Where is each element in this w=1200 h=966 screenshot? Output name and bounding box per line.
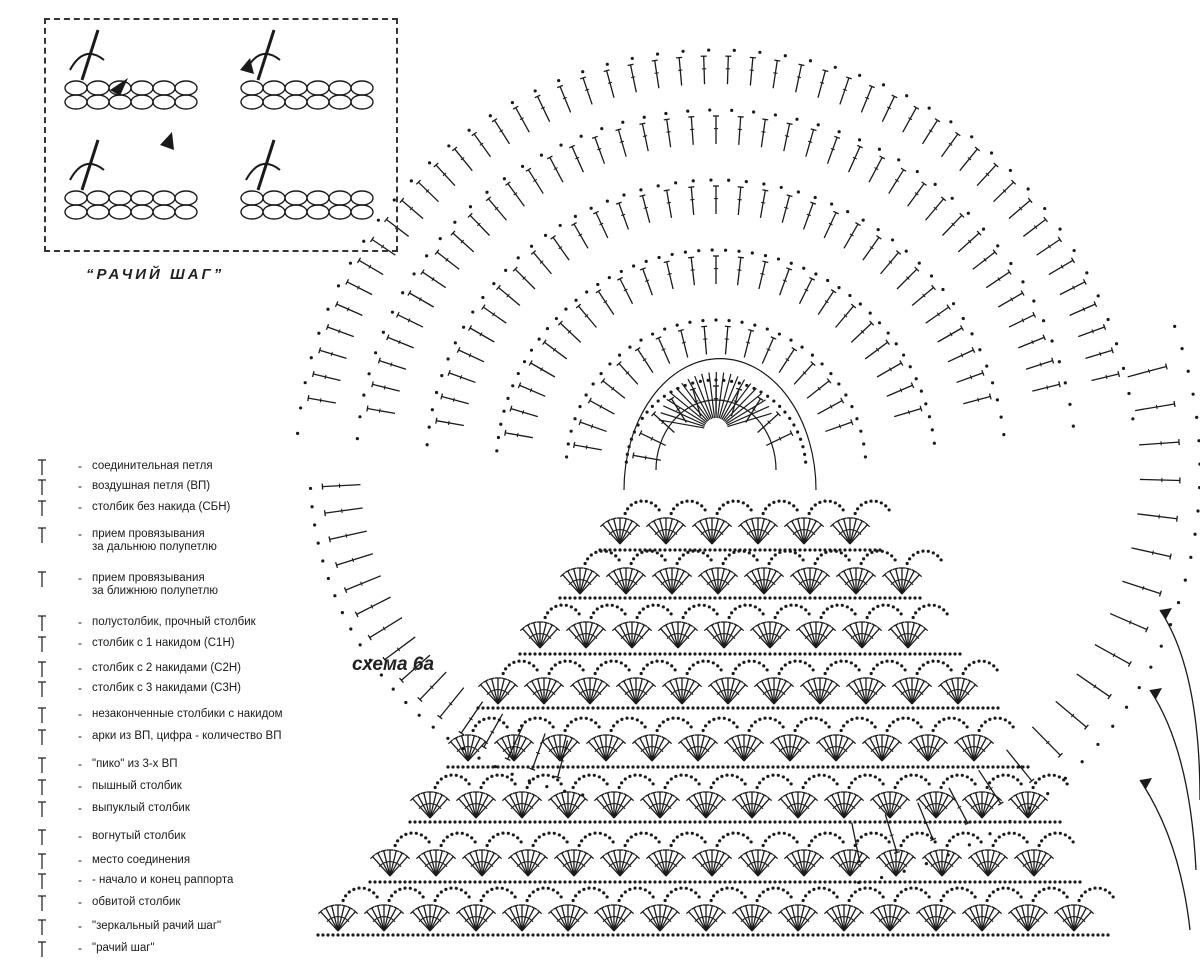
- legend-row: -выпуклый столбик: [6, 801, 306, 819]
- legend-text: столбик с 2 накидами (С2Н): [92, 662, 241, 675]
- legend-text: пышный столбик: [92, 780, 182, 793]
- double-crochet-icon: [8, 634, 80, 656]
- legend-dash: -: [78, 779, 82, 793]
- legend-row: -пышный столбик: [6, 779, 306, 797]
- legend-text: обвитой столбик: [92, 896, 180, 909]
- legend-text: полустолбик, прочный столбик: [92, 616, 256, 629]
- back-post-icon: [8, 827, 80, 849]
- crab-triangle-icon: [8, 939, 80, 961]
- legend-text: выпуклый столбик: [92, 802, 190, 815]
- legend-text: вогнутый столбик: [92, 830, 186, 843]
- legend-dash: -: [78, 615, 82, 629]
- legend-row: -воздушная петля (ВП): [6, 479, 306, 497]
- legend-dash: -: [78, 801, 82, 815]
- legend-dash: -: [78, 895, 82, 909]
- legend-row: -столбик с 2 накидами (С2Н): [6, 661, 306, 679]
- legend-dash: -: [78, 571, 82, 585]
- legend-text-line2: за дальнюю полупетлю: [92, 541, 217, 553]
- mirror-crab-triangle-icon: [8, 917, 80, 939]
- legend-dash: -: [78, 459, 82, 473]
- slip-stitch-arc-icon: [8, 457, 80, 479]
- legend-dash: -: [78, 919, 82, 933]
- legend-row: -"рачий шаг": [6, 941, 306, 959]
- legend-row: -вогнутый столбик: [6, 829, 306, 847]
- legend-dash: -: [78, 661, 82, 675]
- legend-dash: -: [78, 479, 82, 493]
- legend-dash: -: [78, 873, 82, 887]
- legend-text: столбик без накида (СБН): [92, 501, 230, 514]
- legend-row: -- начало и конец раппорта: [6, 873, 306, 891]
- legend-dash: -: [78, 941, 82, 955]
- crab-stitch-inset: [44, 18, 398, 252]
- legend-row: -незаконченные столбики с накидом: [6, 707, 306, 725]
- legend-dash: -: [78, 707, 82, 721]
- legend-text: арки из ВП, цифра - количество ВП: [92, 730, 282, 743]
- legend-text: место соединения: [92, 854, 190, 867]
- legend-text: столбик с 1 накидом (С1Н): [92, 637, 235, 650]
- chain-arch-icon: [8, 727, 80, 749]
- picot-icon: [8, 755, 80, 777]
- legend-text: незаконченные столбики с накидом: [92, 708, 283, 721]
- legend-row: -соединительная петля: [6, 459, 306, 477]
- plus-cross-icon: [8, 498, 80, 520]
- legend-row: -место соединения: [6, 853, 306, 871]
- inset-caption: “РАЧИЙ ШАГ”: [86, 266, 224, 283]
- legend-text: - начало и конец раппорта: [92, 874, 233, 887]
- legend-row: -столбик без накида (СБН): [6, 500, 306, 518]
- legend-dash: -: [78, 500, 82, 514]
- legend-row: -обвитой столбик: [6, 895, 306, 913]
- front-loop-marks-icon: [8, 569, 80, 591]
- legend-dash: -: [78, 636, 82, 650]
- star-marks-icon: [8, 871, 80, 893]
- legend-text: столбик с 3 накидами (С3Н): [92, 682, 241, 695]
- double-treble-icon: [8, 679, 80, 701]
- legend-dash: -: [78, 757, 82, 771]
- circle-motif: [296, 48, 1200, 884]
- join-point-icon: [8, 851, 80, 873]
- scheme-label: схема 6а: [352, 654, 434, 676]
- half-double-t-icon: [8, 613, 80, 635]
- legend-text: соединительная петля: [92, 460, 213, 473]
- legend-dash: -: [78, 853, 82, 867]
- legend-text: воздушная петля (ВП): [92, 480, 210, 493]
- puff-stitch-icon: [8, 777, 80, 799]
- legend-text: "пико" из 3-х ВП: [92, 758, 178, 771]
- legend-row: -полустолбик, прочный столбик: [6, 615, 306, 633]
- legend-text: "зеркальный рачий шаг": [92, 920, 221, 933]
- front-post-icon: [8, 799, 80, 821]
- wrapped-stitch-icon: [8, 893, 80, 915]
- fan-rows: [316, 500, 1114, 937]
- treble-crochet-icon: [8, 659, 80, 681]
- legend-text-line2: за ближнюю полупетлю: [92, 585, 218, 597]
- legend-row: -столбик с 3 накидами (С3Н): [6, 681, 306, 699]
- legend-row: -арки из ВП, цифра - количество ВП: [6, 729, 306, 747]
- cluster-icon: [8, 705, 80, 727]
- legend-dash: -: [78, 681, 82, 695]
- direction-arrows: [1140, 608, 1200, 930]
- legend-text: "рачий шаг": [92, 942, 155, 955]
- back-loop-marks-icon: [8, 525, 80, 547]
- chain-circle-icon: [8, 477, 80, 499]
- legend-dash: -: [78, 829, 82, 843]
- legend-row: -"пико" из 3-х ВП: [6, 757, 306, 775]
- legend-row: -столбик с 1 накидом (С1Н): [6, 636, 306, 654]
- legend-row: -"зеркальный рачий шаг": [6, 919, 306, 937]
- legend-dash: -: [78, 729, 82, 743]
- legend-dash: -: [78, 527, 82, 541]
